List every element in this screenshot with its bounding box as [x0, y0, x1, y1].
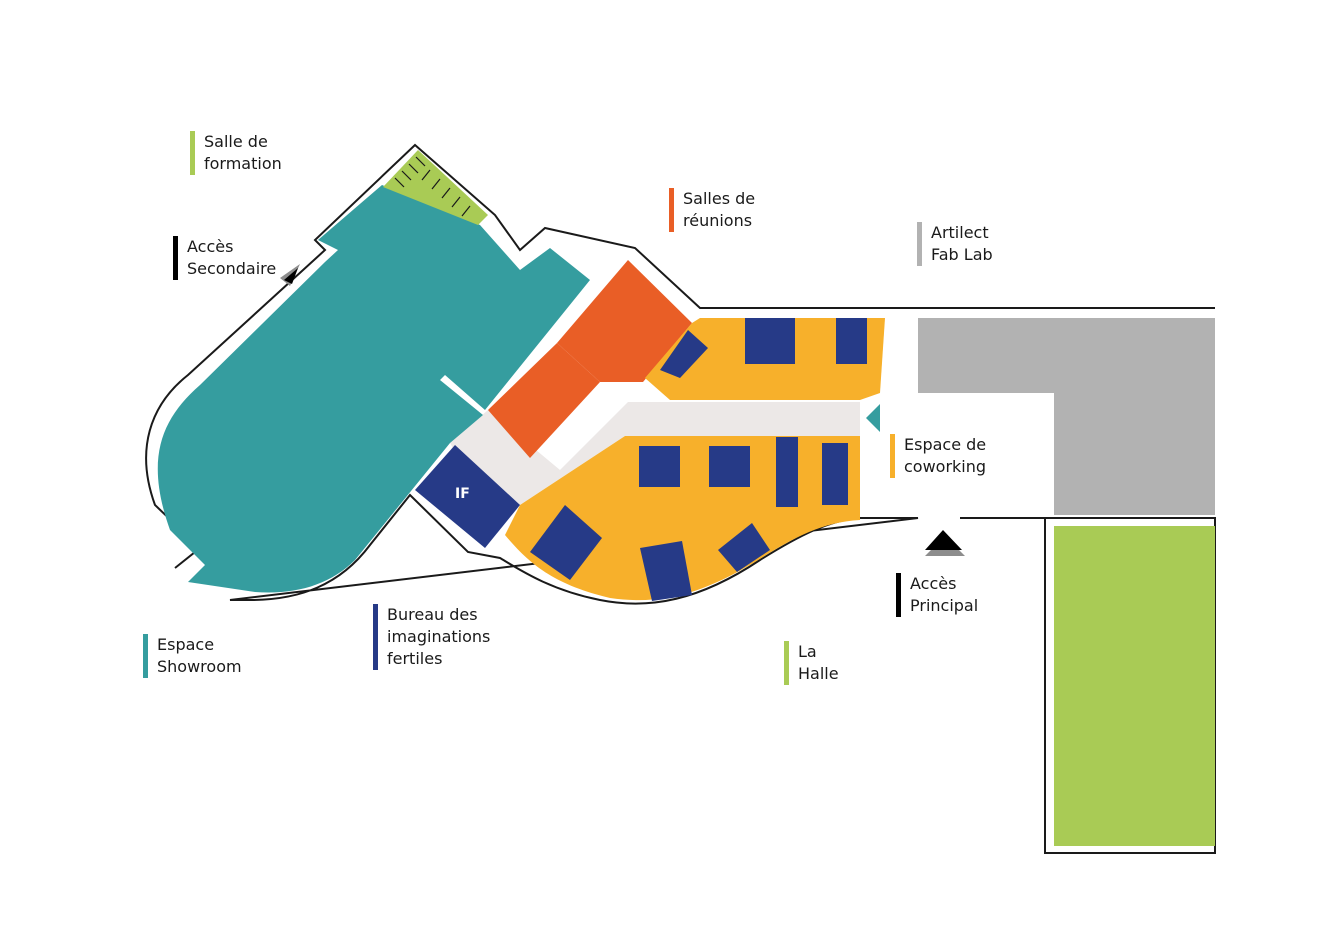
legend-acces-secondaire-line2: Secondaire — [187, 259, 277, 278]
legend-text-formation: Salle de formation — [204, 131, 282, 175]
coworking-area-bottom — [505, 436, 860, 601]
reunion-room-large — [557, 260, 692, 382]
legend-bar-coworking — [890, 434, 895, 478]
legend-fablab-line1: Artilect — [931, 223, 989, 242]
legend-fablab-line2: Fab Lab — [931, 245, 993, 264]
legend-text-fablab: Artilect Fab Lab — [931, 222, 993, 266]
legend-text-showroom: Espace Showroom — [157, 634, 242, 678]
legend-reunions-line1: Salles de — [683, 189, 756, 208]
legend-text-bureau: Bureau des imaginations fertiles — [387, 604, 490, 670]
legend-bar-bureau — [373, 604, 378, 670]
legend-reunions-line2: réunions — [683, 211, 753, 230]
desk — [718, 523, 770, 572]
legend-bureau-line3: fertiles — [387, 649, 443, 668]
desk — [660, 330, 708, 378]
coworking-desks — [530, 318, 867, 601]
legend-bureau-line1: Bureau des — [387, 605, 478, 624]
bureau-area — [415, 445, 520, 548]
legend-text-reunions: Salles de réunions — [683, 188, 755, 232]
legend-bar-acces-principal — [896, 573, 901, 617]
formation-stairs — [394, 156, 471, 217]
coworking-entrance-arrow — [866, 404, 880, 432]
main-access-arrow — [925, 530, 965, 556]
legend-bar-showroom — [143, 634, 148, 678]
desk — [639, 446, 680, 487]
legend-acces-secondaire-line1: Accès — [187, 237, 234, 256]
legend-coworking: Espace de coworking — [890, 434, 986, 478]
fablab-area — [918, 318, 1215, 515]
legend-reunions: Salles de réunions — [669, 188, 755, 232]
desk — [745, 318, 795, 364]
legend-bar-halle — [784, 641, 789, 685]
legend-formation: Salle de formation — [190, 131, 282, 175]
legend-acces-principal: Accès Principal — [896, 573, 978, 617]
legend-showroom: Espace Showroom — [143, 634, 242, 678]
formation-area — [383, 150, 488, 225]
legend-bar-reunions — [669, 188, 674, 232]
legend-text-halle: La Halle — [798, 641, 839, 685]
legend-text-acces-secondaire: Accès Secondaire — [187, 236, 276, 280]
desk — [640, 541, 692, 601]
legend-bureau: Bureau des imaginations fertiles — [373, 604, 490, 670]
desk — [530, 505, 602, 580]
legend-bar-acces-secondaire — [173, 236, 178, 280]
legend-fablab: Artilect Fab Lab — [917, 222, 993, 266]
legend-text-acces-principal: Accès Principal — [910, 573, 978, 617]
bureau-tag: IF — [455, 486, 470, 502]
legend-showroom-line1: Espace — [157, 635, 215, 654]
desk — [776, 437, 798, 507]
legend-bureau-line2: imaginations — [387, 627, 491, 646]
legend-acces-secondaire: Accès Secondaire — [173, 236, 276, 280]
legend-coworking-line2: coworking — [904, 457, 987, 476]
reunion-room-small — [488, 343, 600, 458]
legend-text-coworking: Espace de coworking — [904, 434, 986, 478]
corridor-area — [450, 402, 860, 520]
legend-bar-formation — [190, 131, 195, 175]
legend-acces-principal-line2: Principal — [910, 596, 979, 615]
legend-showroom-line2: Showroom — [157, 657, 242, 676]
desk — [709, 446, 750, 487]
halle-area — [1054, 526, 1215, 846]
legend-halle-line1: La — [798, 642, 817, 661]
secondary-access-arrow — [280, 264, 300, 286]
legend-bar-fablab — [917, 222, 922, 266]
showroom-area — [157, 185, 590, 593]
legend-halle-line2: Halle — [798, 664, 839, 683]
legend-formation-line2: formation — [204, 154, 282, 173]
legend-coworking-line1: Espace de — [904, 435, 987, 454]
legend-acces-principal-line1: Accès — [910, 574, 957, 593]
legend-halle: La Halle — [784, 641, 839, 685]
legend-formation-line1: Salle de — [204, 132, 268, 151]
desk — [822, 443, 848, 505]
desk — [836, 318, 867, 364]
